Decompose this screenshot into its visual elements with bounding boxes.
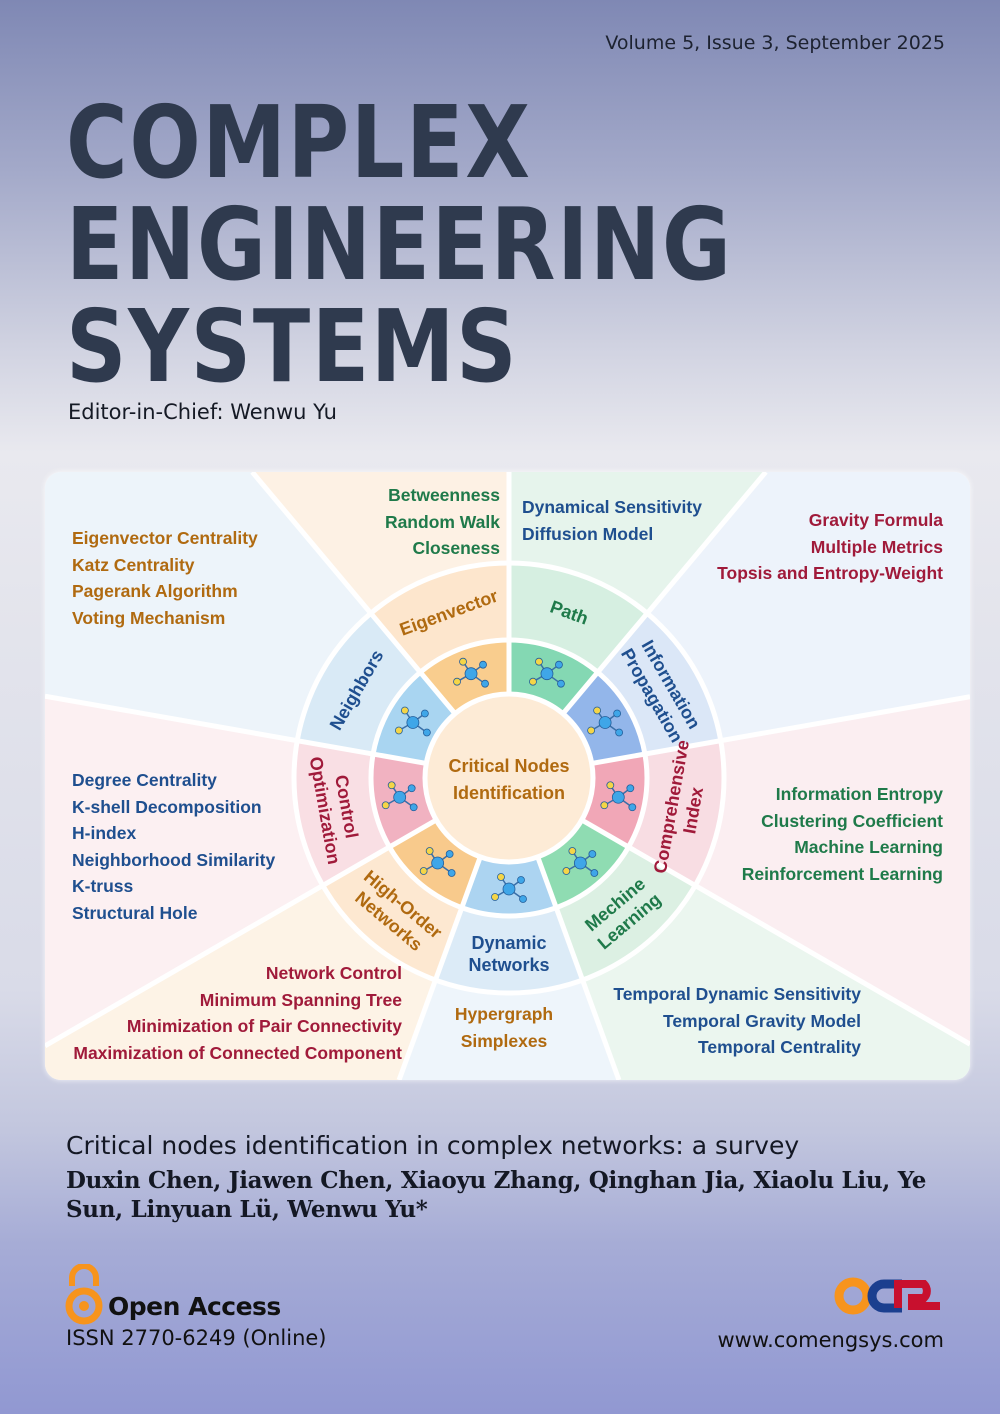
open-access-icon [65, 1264, 103, 1325]
issn: ISSN 2770-6249 (Online) [66, 1326, 327, 1350]
list-item: Random Walk [384, 511, 500, 532]
list-item: Simplexes [460, 1030, 548, 1051]
list-item: Network Control [265, 963, 402, 983]
network-icon-dyn [491, 873, 527, 903]
sector-divider [396, 856, 483, 1080]
list-item: Clustering Coefficient [761, 810, 943, 831]
list-nb: Degree Centrality K-shell Decomposition … [72, 767, 275, 927]
list-item: Dynamical Sensitivity [522, 497, 702, 517]
sector-divider [45, 817, 438, 1049]
list-item: K-truss [72, 876, 134, 897]
middle-segment-info [597, 613, 721, 755]
network-icon-ml [562, 847, 599, 877]
middle-segment-ho [322, 847, 462, 981]
journal-title-line-3: SYSTEMS [66, 288, 519, 405]
list-dyn: Temporal Dynamic Sensitivity Temporal Gr… [613, 981, 861, 1061]
list-item: Structural Hole [72, 902, 198, 923]
list-item: Gravity Formula [808, 510, 943, 530]
list-item: Multiple Metrics [810, 536, 943, 557]
middle-segment-dyn [435, 907, 583, 993]
list-item: Hypergraph [454, 1004, 554, 1024]
sector-label-dyn: Dynamic [471, 933, 546, 953]
list-item: Diffusion Model [522, 523, 654, 544]
list-item: Reinforcement Learning [741, 863, 943, 884]
list-item: Temporal Dynamic Sensitivity [613, 984, 861, 1004]
authors: Duxin Chen, Jiawen Chen, Xiaoyu Zhang, Q… [66, 1167, 927, 1223]
ring-divider [291, 560, 727, 996]
network-icon-eig [453, 657, 489, 688]
list-ho: Hypergraph Simplexes [452, 1001, 556, 1054]
ring-divider [368, 637, 650, 919]
list-item: Temporal Centrality [697, 1037, 861, 1058]
list-item: Minimum Spanning Tree [199, 989, 402, 1010]
list-ctrl: Network Control Minimum Spanning Tree Mi… [73, 960, 402, 1066]
outer-wedge-eig [252, 472, 509, 778]
network-icon-ctrl [381, 781, 418, 812]
list-item: Neighborhood Similarity [72, 849, 276, 870]
list-item: Voting Mechanism [72, 607, 226, 628]
journal-title-line-1: COMPLEX [66, 84, 532, 201]
list-ml: Information Entropy Clustering Coefficie… [742, 781, 943, 887]
website: www.comengsys.com [717, 1328, 944, 1352]
list-item: Maximization of Connected Component [73, 1042, 402, 1063]
middle-segment-ctrl [294, 740, 390, 886]
open-access-label: Open Access [108, 1292, 281, 1321]
middle-segment-comp [628, 740, 724, 886]
list-item: Information Entropy [775, 784, 943, 804]
list-eig: Eigenvector Centrality Katz Centrality P… [72, 525, 258, 631]
sector-divider [580, 817, 970, 1047]
center-label: Identification [453, 783, 565, 803]
issue-info: Volume 5, Issue 3, September 2025 [605, 32, 945, 54]
editor-in-chief: Editor-in-Chief: Wenwu Yu [68, 400, 337, 424]
network-icon-ho [419, 847, 456, 877]
list-item: K-shell Decomposition [72, 796, 262, 817]
middle-segment-ml [556, 847, 696, 981]
list-item: Closeness [412, 538, 500, 559]
oae-publisher-logo [834, 1277, 940, 1315]
list-item: Topsis and Entropy-Weight [717, 563, 943, 584]
list-item: Eigenvector Centrality [72, 528, 258, 548]
article-title: Critical nodes identification in complex… [66, 1131, 800, 1160]
sector-divider [45, 693, 427, 766]
list-item: Temporal Gravity Model [662, 1010, 861, 1031]
list-item: Pagerank Algorithm [72, 581, 238, 602]
sector-divider [591, 694, 970, 766]
middle-segment-nb [297, 613, 421, 755]
center-circle [422, 691, 596, 865]
network-icon-nb [394, 706, 431, 737]
list-item: Degree Centrality [72, 770, 217, 790]
list-path: Betweenness Random Walk Closeness [385, 482, 500, 562]
list-info: Dynamical Sensitivity Diffusion Model [522, 494, 702, 547]
center-label: Critical Nodes [448, 756, 569, 776]
list-item: Machine Learning [794, 837, 943, 858]
sector-label-dyn: Networks [468, 955, 549, 975]
list-item: Betweenness [388, 485, 500, 505]
network-icon-comp [600, 781, 637, 812]
list-item: H-index [72, 823, 137, 844]
list-item: Katz Centrality [72, 554, 195, 575]
sector-divider [535, 856, 622, 1080]
network-icon-info [587, 706, 624, 737]
critical-nodes-wheel: Critical NodesIdentificationPathInformat… [45, 472, 970, 1080]
list-item: Minimization of Pair Connectivity [126, 1016, 402, 1037]
journal-title-line-2: ENGINEERING [66, 186, 733, 303]
list-comp: Gravity Formula Multiple Metrics Topsis … [717, 507, 943, 587]
network-icon-path [529, 657, 565, 688]
